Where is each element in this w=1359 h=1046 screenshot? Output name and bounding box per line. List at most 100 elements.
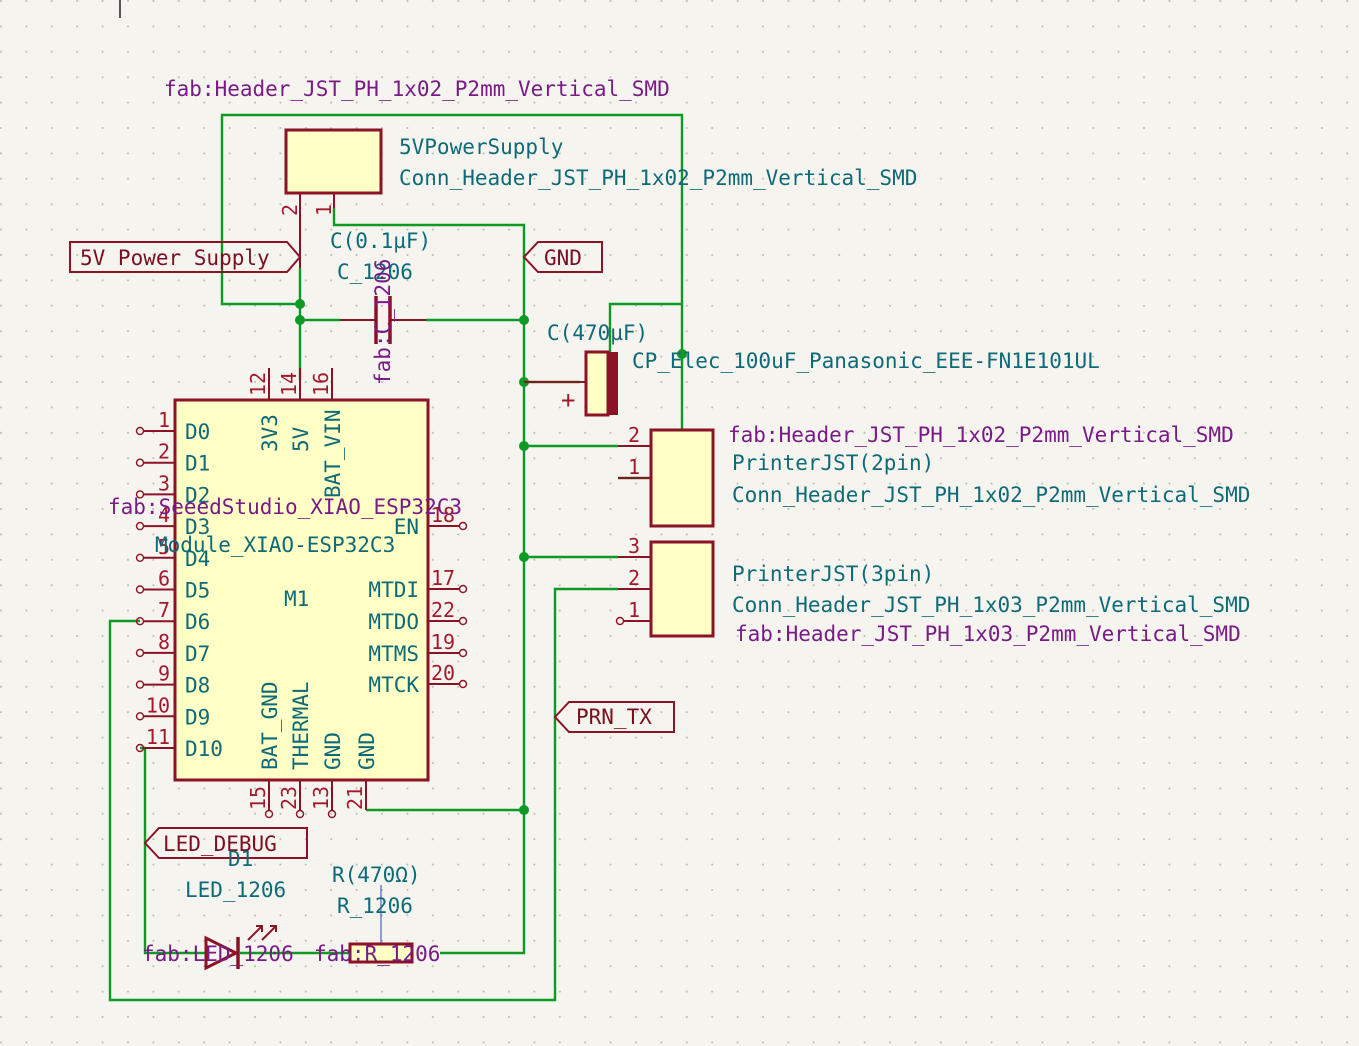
mcu-pin-end	[135, 458, 145, 467]
label-led-debug-shape	[143, 827, 308, 859]
mcu-pin-name: D0	[185, 420, 210, 444]
mcu-pin-end	[135, 426, 145, 436]
mcu-pin-end	[135, 648, 145, 658]
mcu-pin-end	[135, 617, 145, 626]
label-gnd[interactable]: GND	[522, 241, 603, 273]
mcu-pin-end	[458, 648, 468, 658]
mcu-pin-name: MTDO	[368, 610, 419, 634]
mcu-pin-name: BAT_GND	[258, 681, 282, 770]
mcu-pin-number: 4	[158, 503, 170, 527]
wire-bigcap-5v[interactable]	[608, 302, 682, 354]
printer3-pin-num: 1	[628, 598, 640, 622]
printer3-body[interactable]	[649, 540, 715, 638]
mcu-pin-name: GND	[321, 732, 345, 770]
mcu-pin-name: D7	[185, 642, 210, 666]
printer2-value: Conn_Header_JST_PH_1x02_P2mm_Vertical_SM…	[732, 483, 1250, 507]
resistor-body[interactable]	[348, 942, 414, 964]
cap-large[interactable]: C(470µF) CP_Elec_100uF_Panasonic_EEE-FN1…	[524, 321, 1100, 417]
junction-dot	[519, 315, 529, 325]
wire-led-debug[interactable]	[140, 746, 205, 955]
junction-dot	[295, 315, 305, 325]
led-triangle	[204, 935, 240, 971]
mcu-pin-number: 14	[277, 372, 301, 396]
mcu-pin-name: D9	[185, 705, 210, 729]
label-gnd-shape	[522, 241, 603, 273]
mcu-pin-name: BAT_VIN	[321, 409, 345, 498]
printer2-body[interactable]	[649, 428, 715, 528]
wire-prn-tx[interactable]	[108, 587, 618, 1002]
cap-small-footprint: fab:C_1206	[371, 259, 395, 385]
mcu-pin-number: 11	[146, 725, 170, 749]
mcu-pin-number: 20	[431, 661, 455, 685]
printer3-footprint: fab:Header_JST_PH_1x03_P2mm_Vertical_SMD	[735, 622, 1241, 646]
mcu-pin-name: MTMS	[368, 642, 419, 666]
junctions	[295, 299, 687, 815]
led-footprint: fab:LED_1206	[142, 942, 294, 966]
mcu-pin-name: D8	[185, 674, 210, 698]
power-connector[interactable]: fab:Header_JST_PH_1x02_P2mm_Vertical_SMD…	[164, 77, 917, 268]
mcu-pin-name: EN	[394, 515, 419, 539]
mcu-pin-end	[135, 712, 145, 721]
wire-gnd-trunk[interactable]	[332, 208, 526, 955]
printer-jst-3pin[interactable]: 3 2 1 PrinterJST(3pin) Conn_Header_JST_P…	[615, 534, 1251, 646]
printer3-value: Conn_Header_JST_PH_1x03_P2mm_Vertical_SM…	[732, 593, 1250, 617]
junction-dot	[519, 805, 529, 815]
printer2-reference: PrinterJST(2pin)	[732, 451, 934, 475]
led-value: LED_1206	[185, 878, 286, 902]
cap-small-value: C(0.1µF)	[330, 229, 431, 253]
printer2-footprint: fab:Header_JST_PH_1x02_P2mm_Vertical_SMD	[728, 423, 1234, 447]
printer3-pin-num: 2	[628, 566, 640, 590]
cap-large-body[interactable]	[584, 350, 610, 417]
power-connector-footprint: fab:Header_JST_PH_1x02_P2mm_Vertical_SMD	[164, 77, 670, 101]
cap-small-package: C_1206	[337, 260, 413, 284]
power-connector-pin-num: 1	[312, 204, 336, 216]
printer2-pin-num: 1	[628, 455, 640, 479]
label-led-debug-text: LED_DEBUG	[163, 832, 277, 856]
mcu-pin-name: D4	[185, 547, 210, 571]
mcu-pin-number: 8	[158, 630, 170, 654]
mcu-value: Module_XIAO-ESP32C3	[155, 533, 395, 557]
mcu-pin-name: D1	[185, 452, 210, 476]
cap-large-value: C(470µF)	[547, 321, 648, 345]
mcu-pin-name: D5	[185, 579, 210, 603]
label-prn-tx-shape	[553, 701, 675, 733]
mcu-pin-end	[135, 743, 145, 753]
label-led-debug[interactable]: LED_DEBUG	[143, 827, 308, 859]
power-connector-body[interactable]	[284, 128, 383, 195]
label-gnd-text: GND	[544, 246, 582, 270]
mcu-pin-number: 23	[277, 786, 301, 810]
mcu-pin-name: GND	[355, 732, 379, 770]
label-prn-tx[interactable]: PRN_TX	[553, 701, 675, 733]
power-connector-value: Conn_Header_JST_PH_1x02_P2mm_Vertical_SM…	[399, 166, 917, 190]
mcu-pin-end	[458, 616, 468, 626]
printer3-pin-unconnected	[615, 616, 625, 626]
cap-large-negative-plate	[608, 352, 618, 415]
mcu-pin-number: 22	[431, 598, 455, 622]
mcu-pin-end	[458, 679, 468, 689]
cap-small[interactable]: C(0.1µF) C_1206 fab:C_1206	[330, 229, 431, 385]
mcu-pin-end	[458, 584, 468, 594]
junction-dot	[677, 349, 687, 359]
resistor-470[interactable]: R(470Ω) R_1206 fab:R_1206	[314, 863, 440, 966]
led-d1[interactable]: D1 LED_1206 fab:LED_1206	[142, 847, 294, 971]
mcu-footprint: fab:SeeedStudio_XIAO_ESP32C3	[108, 495, 462, 519]
mcu-body[interactable]	[173, 398, 430, 782]
label-5v-power-supply[interactable]: 5V Power Supply	[69, 241, 302, 273]
mcu-reference: M1	[284, 587, 309, 611]
junction-dot	[519, 552, 529, 562]
mcu-pin-end	[135, 553, 145, 562]
mcu-pin-number: 3	[158, 471, 170, 495]
mcu-pin-end	[135, 680, 145, 689]
mcu-pin-number: 1	[158, 408, 170, 432]
mcu-pin-name: MTDI	[368, 578, 419, 602]
mcu-pin-end	[458, 521, 468, 531]
cap-large-footprint: CP_Elec_100uF_Panasonic_EEE-FN1E101UL	[632, 349, 1100, 373]
printer-jst-2pin[interactable]: fab:Header_JST_PH_1x02_P2mm_Vertical_SMD…	[618, 423, 1250, 528]
mcu-pin-name: D6	[185, 610, 210, 634]
mcu-pin-number: 2	[158, 440, 170, 464]
